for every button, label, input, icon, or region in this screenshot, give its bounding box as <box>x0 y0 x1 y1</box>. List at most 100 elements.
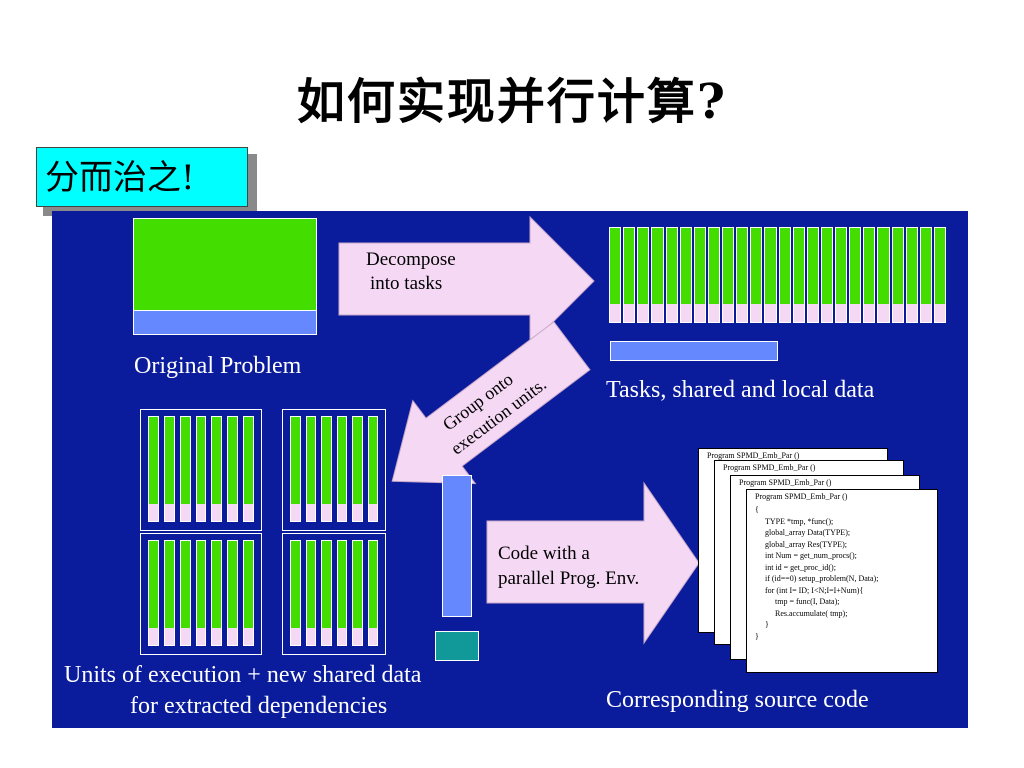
code-body: { TYPE *tmp, *func(); global_array Data(TY… <box>755 504 878 642</box>
exec-unit-bar <box>305 540 316 646</box>
new-shared-data-bar <box>442 475 472 617</box>
task-bar-local-data <box>878 304 889 322</box>
code-text-1: Code with a <box>498 543 590 564</box>
exec-unit-bar-local-data <box>180 504 190 521</box>
task-bar-local-data <box>864 304 875 322</box>
exec-unit-bar <box>290 540 301 646</box>
task-bar <box>707 227 720 323</box>
exec-unit-bar-local-data <box>353 504 362 521</box>
task-bar <box>877 227 890 323</box>
code-header-2: Program SPMD_Emb_Par () <box>723 463 816 472</box>
task-bar-local-data <box>906 304 917 322</box>
task-bar-local-data <box>779 304 790 322</box>
tasks-label: Tasks, shared and local data <box>606 377 875 403</box>
new-shared-data-box <box>435 631 479 661</box>
code-text-2: parallel Prog. Env. <box>498 568 639 589</box>
exec-unit-bar <box>336 540 347 646</box>
exec-unit-bar-local-data <box>337 504 346 521</box>
code-line: global_array Data(TYPE); <box>765 528 851 537</box>
task-bar-local-data <box>737 304 748 322</box>
task-bar <box>609 227 622 323</box>
task-bar-local-data <box>892 304 903 322</box>
task-bar-local-data <box>694 304 705 322</box>
task-bar-local-data <box>708 304 719 322</box>
exec-unit-bar-local-data <box>368 504 377 521</box>
code-line: for (int I= ID; I<N;I=I+Num){ <box>765 585 864 595</box>
code-arrow <box>486 481 700 645</box>
exec-unit-bar <box>367 416 378 522</box>
exec-unit-bar <box>211 540 223 646</box>
task-bar-local-data <box>624 304 635 322</box>
task-bar <box>623 227 636 323</box>
original-problem-label: Original Problem <box>134 353 302 379</box>
task-bar <box>863 227 876 323</box>
task-bar-local-data <box>920 304 931 322</box>
callout-box: 分而治之! <box>36 147 248 207</box>
exec-unit-bar-local-data <box>353 628 362 645</box>
code-line: TYPE *tmp, *func(); <box>765 516 834 526</box>
exec-unit-bar <box>290 416 301 522</box>
exec-unit-4 <box>282 533 386 655</box>
task-bar <box>792 227 805 323</box>
exec-unit-bar <box>211 416 223 522</box>
exec-unit-bar-local-data <box>164 628 174 645</box>
diagram-panel: Original Problem Decompose into tasks Gr… <box>52 211 968 728</box>
exec-unit-bar-local-data <box>212 504 222 521</box>
task-bar-local-data <box>638 304 649 322</box>
exec-unit-bar-local-data <box>322 504 331 521</box>
code-line: if (id==0) setup_problem(N, Data); <box>765 574 879 583</box>
task-bar <box>764 227 777 323</box>
exec-unit-bar-local-data <box>149 504 158 521</box>
exec-unit-bar <box>336 416 347 522</box>
exec-unit-bar-local-data <box>244 628 253 645</box>
task-bar <box>891 227 904 323</box>
exec-unit-bar-local-data <box>180 628 190 645</box>
code-line: Res.accumulate( tmp); <box>775 608 848 618</box>
code-line: } <box>765 620 769 629</box>
original-problem-block <box>133 218 317 335</box>
task-bar <box>806 227 819 323</box>
code-header-1: Program SPMD_Emb_Par () <box>707 451 800 460</box>
exec-unit-bar <box>227 416 239 522</box>
exec-unit-bar-local-data <box>322 628 331 645</box>
exec-unit-bar-local-data <box>306 628 315 645</box>
exec-unit-bar-local-data <box>196 628 206 645</box>
exec-unit-bar-local-data <box>291 628 300 645</box>
slide-title: 如何实现并行计算? <box>296 74 728 130</box>
code-page-4: Program SPMD_Emb_Par () {TYPE *tmp, *fun… <box>746 489 938 673</box>
exec-unit-bar <box>148 416 159 522</box>
task-bar <box>651 227 664 323</box>
exec-unit-bar <box>321 540 332 646</box>
exec-unit-bar-local-data <box>228 628 238 645</box>
decompose-text-1: Decompose <box>366 249 456 270</box>
task-bar <box>750 227 763 323</box>
exec-unit-bar <box>195 540 207 646</box>
exec-unit-bar <box>179 540 191 646</box>
tasks-shared-data-bar <box>610 341 778 361</box>
exec-unit-bar <box>352 540 363 646</box>
task-bar <box>679 227 692 323</box>
code-header-3: Program SPMD_Emb_Par () <box>739 478 832 487</box>
units-label-1: Units of execution + new shared data <box>64 662 422 688</box>
exec-unit-3 <box>140 533 262 655</box>
exec-unit-bar <box>227 540 239 646</box>
code-line: } <box>755 631 759 641</box>
exec-unit-bar-local-data <box>291 504 300 521</box>
task-bar <box>835 227 848 323</box>
task-bar-local-data <box>821 304 832 322</box>
task-bar-local-data <box>723 304 734 322</box>
task-bar-local-data <box>610 304 621 322</box>
exec-unit-bar-local-data <box>212 628 222 645</box>
task-bar-local-data <box>680 304 691 322</box>
task-bar <box>778 227 791 323</box>
exec-unit-bar-local-data <box>337 628 346 645</box>
code-line: int Num = get_num_procs(); <box>765 551 857 560</box>
tasks-strip <box>609 227 946 323</box>
exec-unit-bar <box>243 416 254 522</box>
task-bar <box>849 227 862 323</box>
code-line: { <box>755 505 759 514</box>
exec-unit-bar-local-data <box>149 628 158 645</box>
exec-unit-bar <box>352 416 363 522</box>
task-bar <box>693 227 706 323</box>
code-line: tmp = func(I, Data); <box>775 597 840 606</box>
